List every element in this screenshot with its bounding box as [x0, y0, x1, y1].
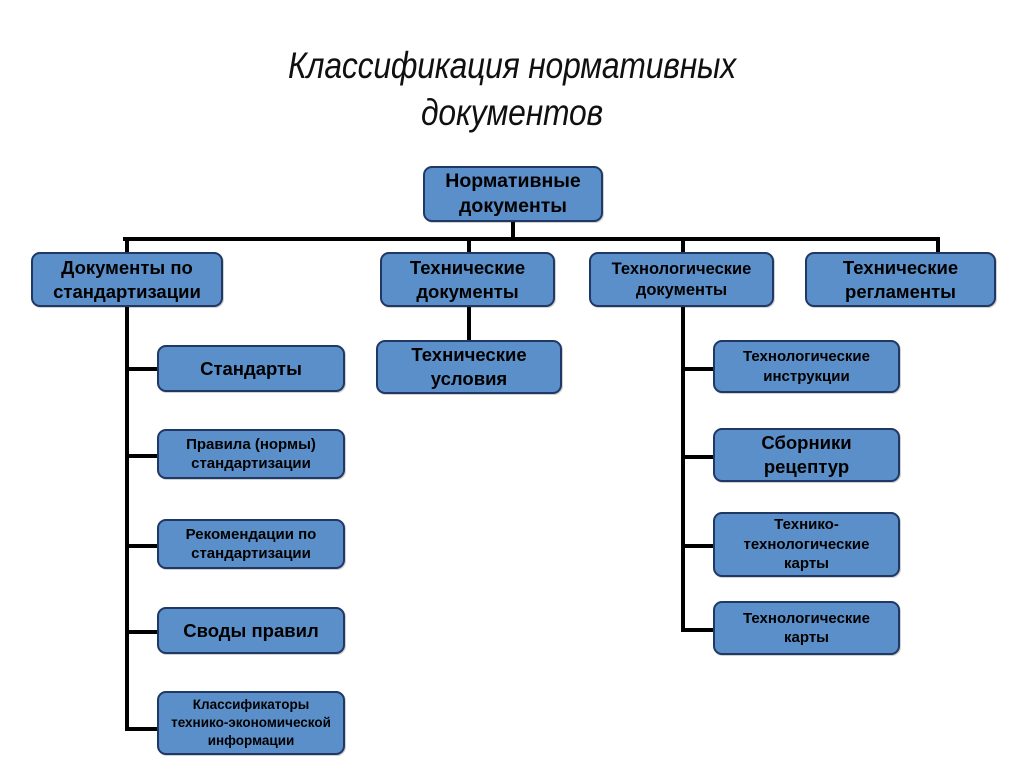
node-label: Технологические инструкции [743, 348, 870, 385]
connector-spine-standardization [125, 305, 129, 731]
node-label: Технологические карты [743, 609, 870, 647]
connector-stub-tech-cards [681, 628, 715, 632]
node-technological-instructions[interactable]: Технологические инструкции [713, 340, 900, 393]
node-label: Классификаторы технико-экономической инф… [171, 697, 331, 748]
node-rules-of-standardization[interactable]: Правила (нормы) стандартизации [157, 429, 345, 479]
connector-stub-recipes [681, 455, 715, 459]
node-classifiers[interactable]: Классификаторы технико-экономической инф… [157, 691, 345, 755]
connector-drop-standardization [125, 237, 129, 255]
node-label: Технологические документы [611, 259, 752, 299]
node-technological-cards[interactable]: Технологические карты [713, 601, 900, 655]
node-codes-of-practice[interactable]: Своды правил [157, 607, 345, 654]
node-label: Своды правил [183, 619, 319, 641]
node-root[interactable]: Нормативные документы [423, 166, 603, 222]
connector-spine-technological [681, 305, 685, 631]
connector-stub-recommendations [125, 544, 159, 548]
node-technical-documents[interactable]: Технические документы [380, 252, 555, 307]
node-label: Технические регламенты [842, 256, 959, 302]
node-technological-documents[interactable]: Технологические документы [589, 252, 774, 307]
node-label: Стандарты [200, 357, 302, 379]
connector-drop-technical [467, 237, 471, 255]
node-recommendations-on-standardization[interactable]: Рекомендации по стандартизации [157, 519, 345, 569]
page-title: Классификация нормативных документов [287, 45, 737, 133]
node-root-label: Нормативные документы [445, 170, 581, 217]
node-technical-conditions[interactable]: Технические условия [376, 340, 562, 394]
connector-stub-classifiers [125, 727, 159, 731]
connector-stub-instructions [681, 367, 715, 371]
node-label: Технико- технологические карты [743, 516, 870, 573]
connector-root-stem [511, 220, 515, 240]
connector-stub-standards [125, 367, 159, 371]
node-recipe-collections[interactable]: Сборники рецептур [713, 428, 900, 482]
node-standards[interactable]: Стандарты [157, 345, 345, 392]
connector-stub-rules [125, 454, 159, 458]
connector-drop-technological [681, 237, 685, 255]
node-label: Документы по стандартизации [53, 256, 201, 302]
node-label: Правила (нормы) стандартизации [186, 435, 316, 473]
node-label: Технические документы [409, 256, 526, 302]
connector-stub-techno-cards [681, 544, 715, 548]
node-documents-on-standardization[interactable]: Документы по стандартизации [31, 252, 223, 307]
connector-stub-codes [125, 630, 159, 634]
node-techno-technological-cards[interactable]: Технико- технологические карты [713, 512, 900, 577]
connector-main-bus [123, 237, 940, 241]
node-label: Технические условия [411, 344, 527, 389]
node-technical-regulations[interactable]: Технические регламенты [805, 252, 996, 307]
node-label: Рекомендации по стандартизации [185, 525, 317, 563]
connector-technical-to-conditions [467, 305, 471, 341]
connector-drop-regulations [936, 237, 940, 255]
node-label: Сборники рецептур [761, 432, 852, 477]
